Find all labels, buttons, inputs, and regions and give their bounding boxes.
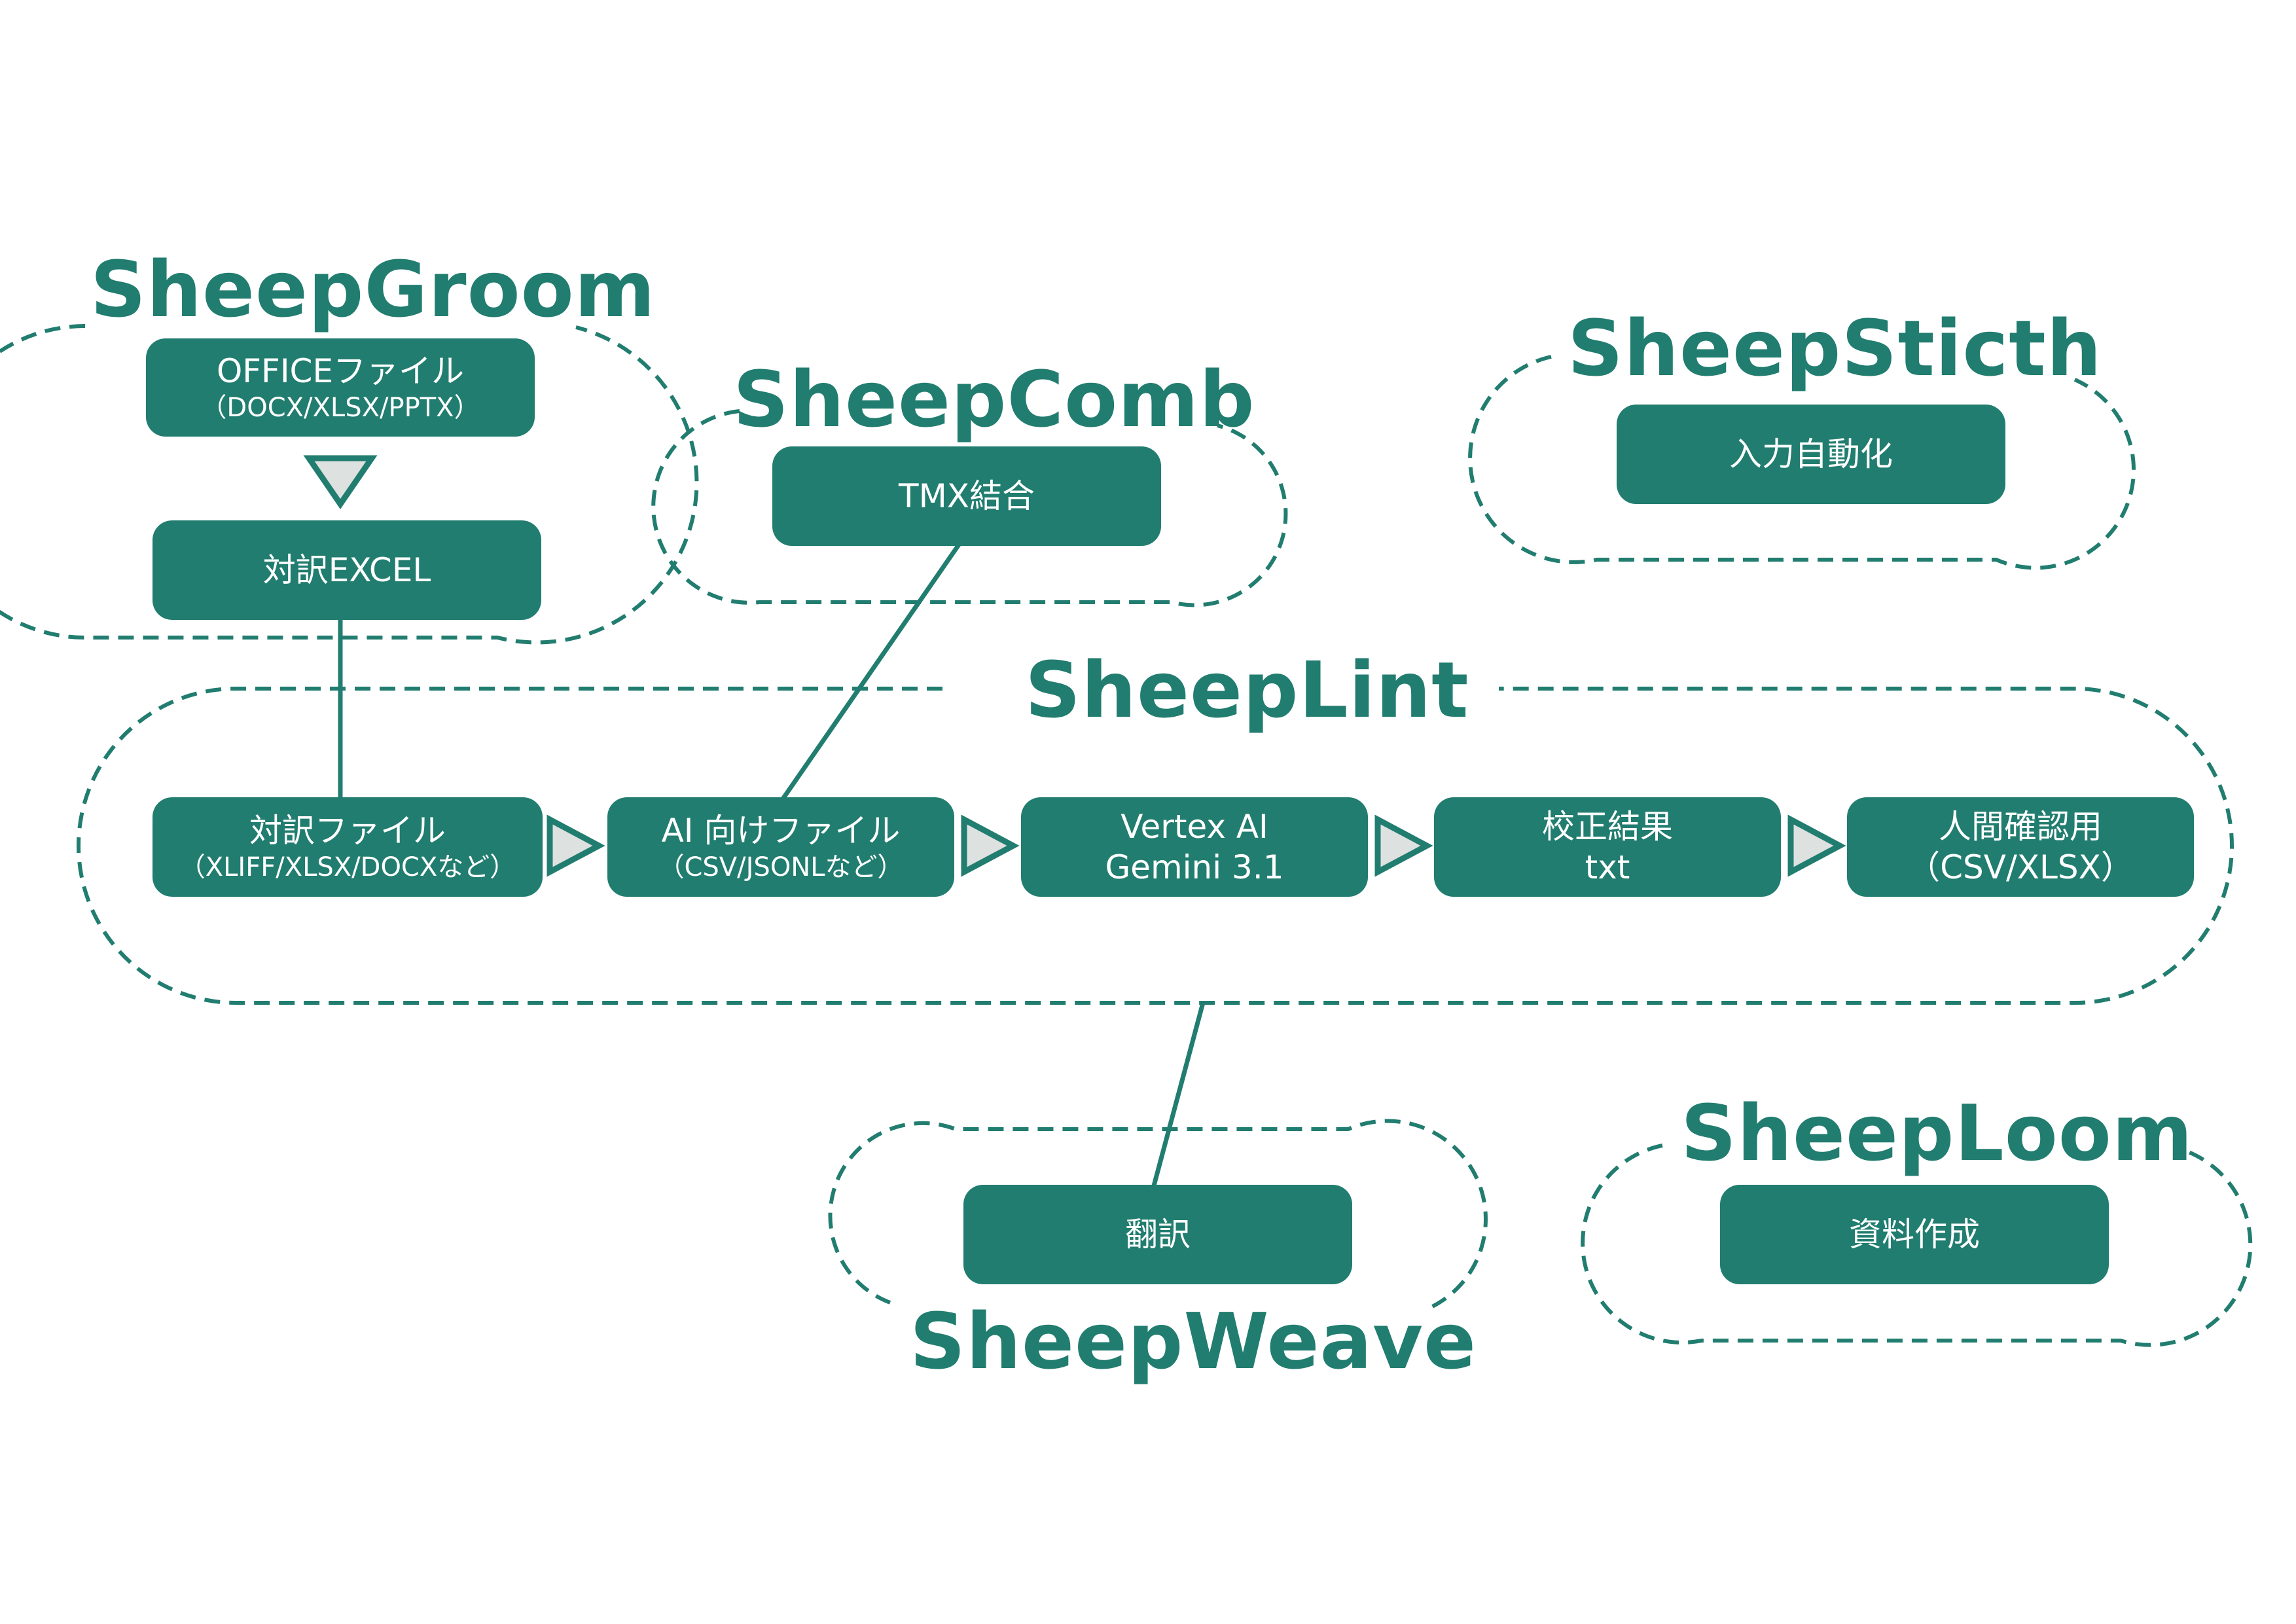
node-sublabel: （CSV/JSONLなど） xyxy=(658,852,904,883)
connector-tmx-to-ai-file xyxy=(780,543,961,801)
vertex-ai-node: Vertex AI Gemini 3.1 xyxy=(1021,797,1368,897)
sheepgroom-title: SheepGroom xyxy=(90,244,656,334)
taiyaku-file-node: 対訳ファイル （XLIFF/XLSX/DOCXなど） xyxy=(152,797,543,897)
down-triangle-icon xyxy=(303,455,378,509)
node-sublabel: （DOCX/XLSX/PPTX） xyxy=(200,393,480,424)
node-sublabel: （CSV/XLSX） xyxy=(1907,848,2134,886)
human-review-node: 人間確認用 （CSV/XLSX） xyxy=(1847,797,2194,897)
sheeploom-title: SheepLoom xyxy=(1681,1088,2193,1178)
proofread-result-node: 校正結果 txt xyxy=(1434,797,1781,897)
node-label: 入力自動化 xyxy=(1729,435,1893,473)
node-sublabel: txt xyxy=(1585,848,1630,886)
node-label: TMX結合 xyxy=(899,477,1035,515)
sheeplint-group-border xyxy=(77,687,2234,1005)
sheepsticth-title: SheepSticth xyxy=(1568,303,2102,393)
right-triangle-icon xyxy=(1787,814,1846,877)
document-creation-node: 資料作成 xyxy=(1720,1185,2109,1284)
translate-node: 翻訳 xyxy=(963,1185,1352,1284)
sheeplint-title: SheepLint xyxy=(1025,645,1469,735)
taiyaku-excel-node: 対訳EXCEL xyxy=(152,520,541,620)
node-label: 校正結果 xyxy=(1542,807,1673,846)
right-triangle-icon xyxy=(961,814,1020,877)
sheepcomb-group-border xyxy=(651,409,1288,607)
node-label: AI 向けファイル xyxy=(661,811,901,850)
office-file-node: OFFICEファイル （DOCX/XLSX/PPTX） xyxy=(146,338,535,437)
connector-lint-to-translate xyxy=(1151,1002,1206,1189)
sheeploom-group-border xyxy=(1581,1144,2253,1347)
sheepweave-group-border xyxy=(828,1119,1488,1311)
sheepsticth-group-border xyxy=(1468,355,2136,570)
node-label: 人間確認用 xyxy=(1939,807,2102,846)
auto-input-node: 入力自動化 xyxy=(1617,405,2005,504)
sheepcomb-title: SheepComb xyxy=(733,354,1255,444)
node-sublabel: （XLIFF/XLSX/DOCXなど） xyxy=(179,852,516,883)
right-triangle-icon xyxy=(1374,814,1433,877)
node-sublabel: Gemini 3.1 xyxy=(1105,848,1284,886)
sheepweave-title: SheepWeave xyxy=(910,1296,1477,1386)
node-label: 資料作成 xyxy=(1849,1215,1980,1254)
node-label: 翻訳 xyxy=(1125,1215,1191,1254)
node-label: 対訳EXCEL xyxy=(262,550,431,589)
node-label: Vertex AI xyxy=(1121,807,1268,846)
node-label: 対訳ファイル xyxy=(249,811,446,850)
node-label: OFFICEファイル xyxy=(216,352,465,390)
tmx-merge-node: TMX結合 xyxy=(772,446,1161,546)
ai-file-node: AI 向けファイル （CSV/JSONLなど） xyxy=(607,797,954,897)
right-triangle-icon xyxy=(547,814,605,877)
